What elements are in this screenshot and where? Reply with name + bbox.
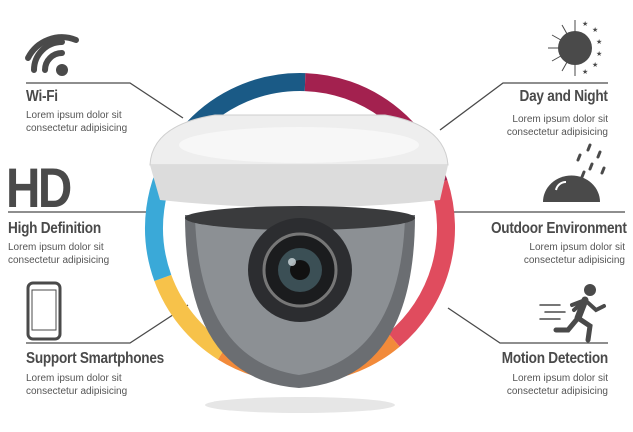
svg-text:★: ★ xyxy=(582,68,588,76)
daynight-desc-line1: Lorem ipsum dolor sit xyxy=(512,114,608,125)
motion-title: Motion Detection xyxy=(501,350,608,367)
sun-moon-icon: ★ ★ ★ ★ ★ ★ xyxy=(548,20,602,76)
smartphones-description: Lorem ipsum dolor sit consectetur adipis… xyxy=(26,372,127,398)
leader-line-wifi xyxy=(26,82,184,119)
outdoor-description: Lorem ipsum dolor sit consectetur adipis… xyxy=(524,241,625,267)
svg-text:★: ★ xyxy=(592,26,598,34)
smartphone-icon xyxy=(26,281,62,341)
leader-lines xyxy=(8,82,625,344)
wifi-desc-line2: consectetur adipisicing xyxy=(26,123,128,134)
running-person-icon xyxy=(539,284,606,343)
outdoor-title: Outdoor Environment xyxy=(491,220,627,237)
hd-description: Lorem ipsum dolor sit consectetur adipis… xyxy=(8,241,109,267)
wifi-title: Wi-Fi xyxy=(26,88,58,105)
svg-text:★: ★ xyxy=(592,61,598,69)
daynight-description: Lorem ipsum dolor sit consectetur adipis… xyxy=(507,113,608,139)
smartphones-desc-line2: consectetur adipisicing xyxy=(26,386,128,397)
motion-desc-line1: Lorem ipsum dolor sit xyxy=(512,373,608,384)
weather-dome-icon xyxy=(543,143,606,202)
leader-line-motion xyxy=(447,307,608,344)
ring-segment xyxy=(387,180,455,347)
svg-text:★: ★ xyxy=(596,50,602,58)
leader-line-smartphones xyxy=(26,304,189,344)
hd-title: High Definition xyxy=(8,220,101,237)
smartphones-title: Support Smartphones xyxy=(26,350,164,367)
daynight-desc-line2: consectetur adipisicing xyxy=(506,127,608,138)
hd-desc-line2: consectetur adipisicing xyxy=(8,255,110,266)
daynight-title: Day and Night xyxy=(519,88,608,105)
hd-icon: HD xyxy=(6,156,72,219)
smartphones-desc-line1: Lorem ipsum dolor sit xyxy=(26,373,122,384)
wifi-icon xyxy=(25,34,79,76)
wifi-description: Lorem ipsum dolor sit consectetur adipis… xyxy=(26,109,127,135)
motion-desc-line2: consectetur adipisicing xyxy=(506,386,608,397)
outdoor-desc-line2: consectetur adipisicing xyxy=(523,255,625,266)
svg-text:★: ★ xyxy=(596,38,602,46)
wifi-desc-line1: Lorem ipsum dolor sit xyxy=(26,110,122,121)
ring-segment xyxy=(154,274,228,360)
hd-desc-line1: Lorem ipsum dolor sit xyxy=(8,242,104,253)
leader-line-daynight xyxy=(439,82,608,131)
dome-camera xyxy=(149,114,449,413)
svg-text:★: ★ xyxy=(582,20,588,28)
motion-description: Lorem ipsum dolor sit consectetur adipis… xyxy=(507,372,608,398)
outdoor-desc-line1: Lorem ipsum dolor sit xyxy=(529,242,625,253)
